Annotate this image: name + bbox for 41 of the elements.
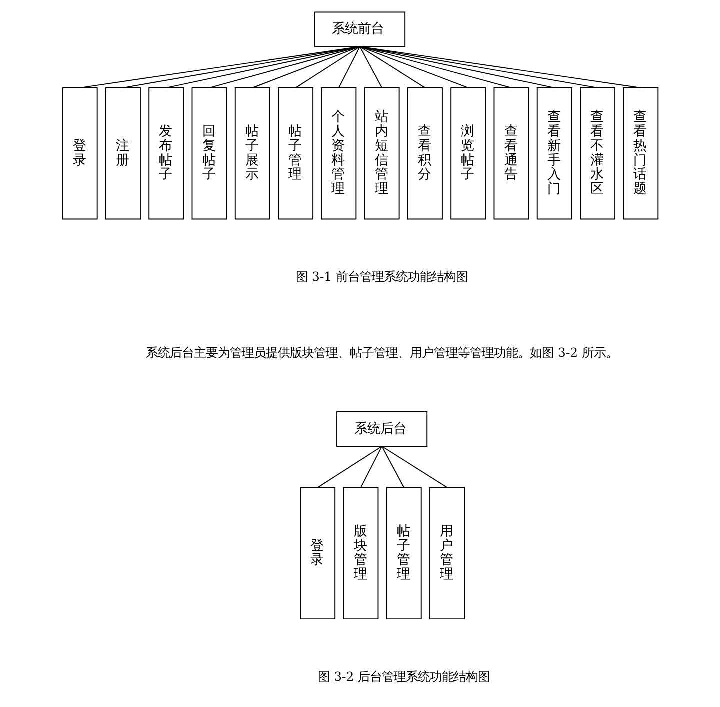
node-box: 系统前台: [314, 12, 406, 48]
label: 图 3-1 前台管理系统功能结构图: [296, 269, 468, 284]
node-box: 个人资料管理: [320, 87, 356, 220]
node-box: 浏览帖子: [450, 87, 486, 220]
connector: [294, 46, 360, 88]
connector: [252, 46, 360, 88]
node-box: 回复帖子: [191, 87, 227, 220]
node-box: 系统后台: [336, 412, 428, 447]
node-box: 发布帖子: [148, 87, 184, 220]
node-box: 站内短信管理: [364, 87, 400, 220]
connector: [359, 46, 555, 88]
node-box: 查看热门话题: [622, 87, 658, 220]
connector: [359, 46, 468, 88]
connector: [359, 46, 641, 88]
node-box: 查看新手入门: [536, 87, 572, 220]
node-box: 查看通告: [493, 87, 529, 220]
connector: [381, 446, 448, 488]
node-box: 查看不灌水区: [580, 87, 615, 220]
connector: [359, 46, 426, 88]
connector: [338, 46, 360, 88]
connector: [381, 446, 404, 488]
node-box: 注册: [105, 87, 140, 220]
connector: [359, 46, 598, 88]
connector: [359, 46, 512, 88]
node-box: 登录: [62, 87, 98, 220]
node-box: 登录: [300, 487, 336, 620]
connector: [122, 46, 360, 88]
connector: [208, 46, 360, 88]
connector: [165, 46, 360, 88]
connector: [316, 446, 382, 488]
connector: [79, 46, 360, 88]
connector: [359, 46, 382, 88]
node-box: 版块管理: [342, 487, 378, 620]
node-box: 帖子展示: [234, 87, 270, 220]
node-box: 帖子管理: [278, 87, 314, 220]
node-box: 用户管理: [429, 487, 464, 620]
label: 图 3-2 后台管理系统功能结构图: [318, 668, 490, 684]
label: 系统后台主要为管理员提供版块管理、帖子管理、用户管理等管理功能。如图 3-2 所示。: [146, 344, 618, 360]
node-box: 帖子管理: [386, 487, 422, 620]
node-box: 查看积分: [406, 87, 442, 220]
connector: [360, 446, 382, 488]
